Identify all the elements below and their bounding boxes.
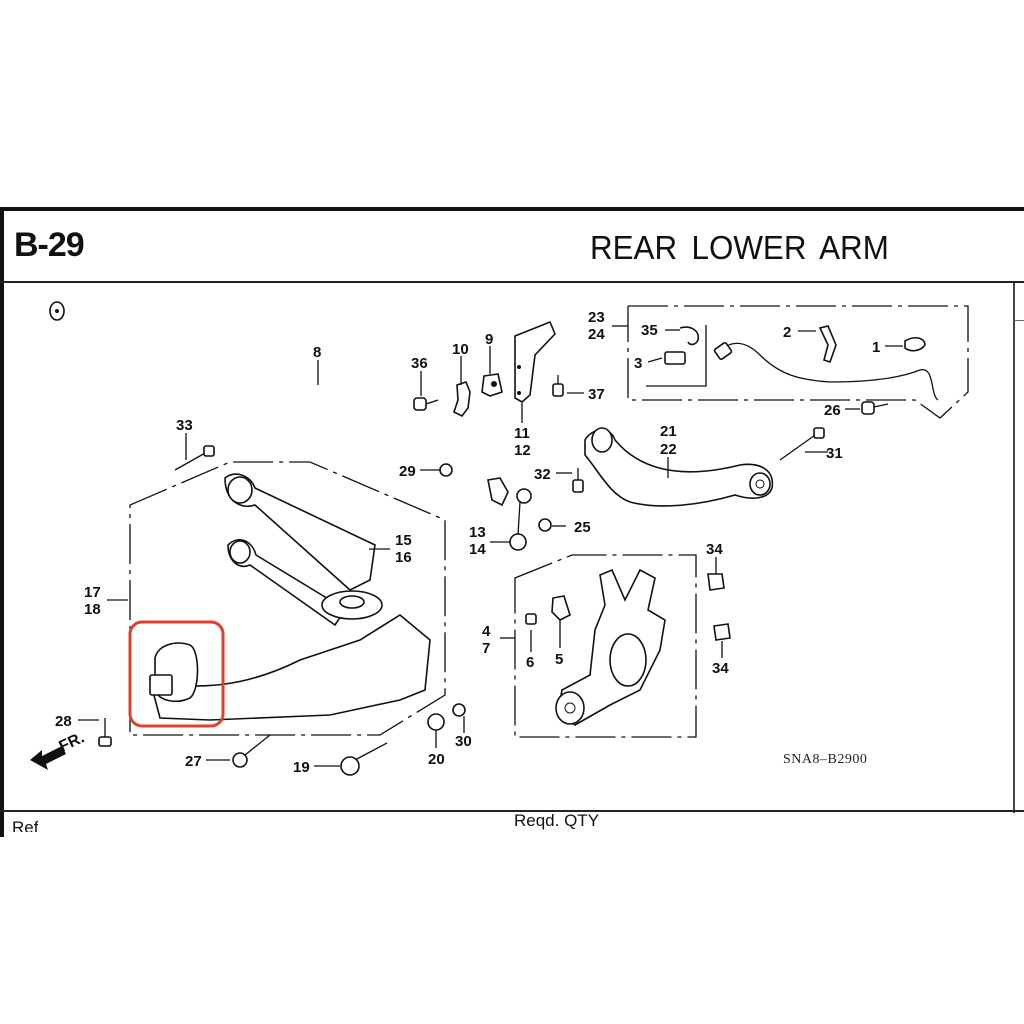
sensor-assembly-box (627, 305, 969, 419)
header-divider (0, 281, 1024, 283)
callout-30: 30 (455, 733, 472, 750)
highlight-frame[interactable] (128, 620, 225, 728)
fasteners[interactable] (98, 445, 466, 776)
callout-35: 35 (641, 322, 658, 339)
callout-7: 7 (482, 640, 490, 657)
callout-19: 19 (293, 759, 310, 776)
callout-34-top: 34 (706, 541, 723, 558)
stabilizer-mount-parts[interactable] (413, 320, 564, 418)
callout-34-bottom: 34 (712, 660, 729, 677)
callout-32: 32 (534, 466, 551, 483)
callout-leaders (78, 325, 903, 767)
front-label: FR. (57, 729, 88, 755)
callout-36: 36 (411, 355, 428, 372)
callout-28: 28 (55, 713, 72, 730)
callout-25: 25 (574, 519, 591, 536)
front-arrow-icon (30, 746, 66, 770)
callout-8: 8 (313, 344, 321, 361)
right-column-divider (1013, 283, 1015, 813)
lower-arm-assembly[interactable] (148, 473, 431, 721)
callout-20: 20 (428, 751, 445, 768)
diagram-bottom-divider (0, 810, 1024, 812)
sheet-top-border (0, 207, 1024, 211)
callout-21: 21 (660, 423, 677, 440)
callout-9: 9 (485, 331, 493, 348)
sheet-left-border (0, 207, 4, 837)
front-direction-indicator: FR. (30, 729, 87, 770)
callout-15: 15 (395, 532, 412, 549)
page-title: REAR LOWER ARM (590, 229, 889, 266)
callout-2: 2 (783, 324, 791, 341)
knuckle[interactable] (525, 568, 731, 726)
callout-5: 5 (555, 651, 563, 668)
ref-column-header: Ref (12, 818, 39, 832)
callout-10: 10 (452, 341, 469, 358)
callout-26: 26 (824, 402, 841, 419)
callout-3: 3 (634, 355, 642, 372)
callout-labels: 1 2 3 4 7 5 6 8 9 10 11 12 13 14 15 16 1… (55, 309, 880, 776)
callout-4: 4 (482, 623, 491, 640)
section-code: B-29 (14, 226, 85, 264)
callout-22: 22 (660, 441, 677, 458)
callout-13: 13 (469, 524, 486, 541)
sensor-sub-box (646, 325, 707, 387)
callout-37: 37 (588, 386, 605, 403)
callout-18: 18 (84, 601, 101, 618)
callout-33: 33 (176, 417, 193, 434)
callout-12: 12 (514, 442, 531, 459)
callout-17: 17 (84, 584, 101, 601)
callout-24: 24 (588, 326, 605, 343)
lower-arm-box (129, 461, 446, 736)
callout-27: 27 (185, 753, 202, 770)
callout-6: 6 (526, 654, 534, 671)
callout-16: 16 (395, 549, 412, 566)
callout-1: 1 (872, 339, 880, 356)
diagram-code: SNA8–B2900 (783, 752, 868, 767)
upper-arm[interactable] (572, 427, 825, 507)
callout-29: 29 (399, 463, 416, 480)
reqd-qty-column-header: Reqd. QTY (514, 811, 600, 830)
callout-23: 23 (588, 309, 605, 326)
callout-11: 11 (514, 425, 530, 442)
knuckle-box (514, 554, 697, 738)
stabilizer-bar[interactable] (49, 301, 509, 507)
callout-31: 31 (826, 445, 843, 462)
callout-14: 14 (469, 541, 486, 558)
right-column-tick (1014, 320, 1024, 321)
abs-sensor-parts[interactable] (664, 325, 939, 415)
